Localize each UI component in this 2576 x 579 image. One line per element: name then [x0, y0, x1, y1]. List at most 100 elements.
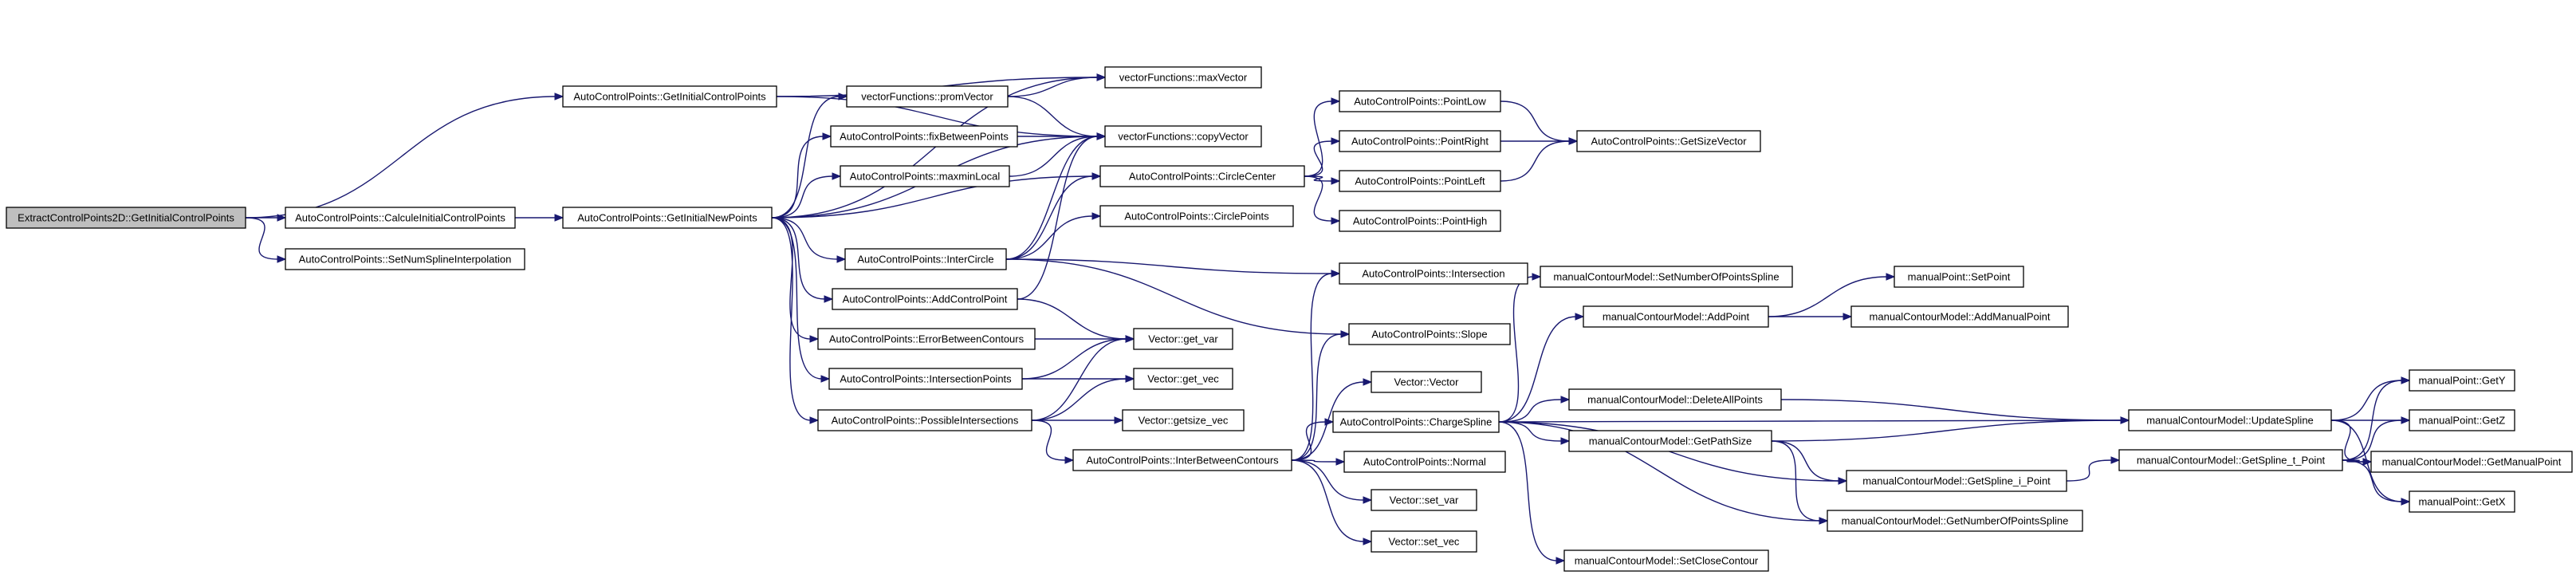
node-label: manualPoint::GetY — [2418, 375, 2505, 387]
node-label: manualPoint::SetPoint — [1908, 271, 2011, 283]
node-manualcontourmodel-addmanualpoint[interactable]: manualContourModel::AddManualPoint — [1850, 305, 2069, 328]
node-box — [2128, 409, 2332, 431]
node-label: manualContourModel::GetPathSize — [1589, 435, 1752, 447]
arrowhead — [1560, 437, 1571, 445]
node-autocontrolpoints-pointright[interactable]: AutoControlPoints::PointRight — [1339, 130, 1501, 152]
node-box — [1371, 489, 1477, 511]
node-manualcontourmodel-addpoint[interactable]: manualContourModel::AddPoint — [1583, 305, 1769, 328]
node-autocontrolpoints-chargespline[interactable]: AutoControlPoints::ChargeSpline — [1332, 411, 1500, 433]
node-box — [1122, 409, 1245, 431]
node-extractcontrolpoints2d-getinitialcontrolpoints[interactable]: ExtractControlPoints2D::GetInitialContro… — [6, 207, 246, 229]
node-autocontrolpoints-interbetweencontours[interactable]: AutoControlPoints::InterBetweenContours — [1072, 449, 1292, 471]
node-manualcontourmodel-getspline-i-point[interactable]: manualContourModel::GetSpline_i_Point — [1846, 470, 2067, 492]
node-label: manualContourModel::AddPoint — [1603, 311, 1750, 323]
node-label: AutoControlPoints::AddControlPoint — [843, 293, 1008, 305]
arrowhead — [1125, 375, 1135, 383]
node-label: manualContourModel::SetNumberOfPointsSpl… — [1553, 271, 1779, 283]
node-vector-getsize-vec[interactable]: Vector::getsize_vec — [1122, 409, 1245, 431]
node-vector-get-vec[interactable]: Vector::get_vec — [1133, 368, 1233, 390]
node-autocontrolpoints-pointlow[interactable]: AutoControlPoints::PointLow — [1339, 90, 1501, 112]
node-box — [2409, 409, 2515, 431]
node-autocontrolpoints-addcontrolpoint[interactable]: AutoControlPoints::AddControlPoint — [832, 288, 1018, 310]
node-box — [1371, 530, 1477, 553]
node-vectorfunctions-promvector[interactable]: vectorFunctions::promVector — [846, 85, 1009, 108]
node-label: AutoControlPoints::PossibleIntersections — [832, 415, 1019, 427]
node-autocontrolpoints-maxminlocal[interactable]: AutoControlPoints::maxminLocal — [840, 165, 1010, 187]
node-vectorfunctions-copyvector[interactable]: vectorFunctions::copyVector — [1104, 125, 1262, 148]
node-manualcontourmodel-getspline-t-point[interactable]: manualContourModel::GetSpline_t_Point — [2118, 449, 2343, 471]
edge-autocontrolpoints-interbetweencontours-to-autocontrolpoints-slope — [1291, 330, 1351, 461]
edge-autocontrolpoints-maxminlocal-to-vectorfunctions-copyvector — [1009, 132, 1107, 177]
node-manualcontourmodel-getmanualpoint[interactable]: manualContourModel::GetManualPoint — [2370, 451, 2573, 473]
edge-manualcontourmodel-deleteallpoints-to-manualcontourmodel-updatespline — [1780, 399, 2130, 424]
node-box — [2118, 449, 2343, 471]
node-manualpoint-getz[interactable]: manualPoint::GetZ — [2409, 409, 2515, 431]
node-autocontrolpoints-circlepoints[interactable]: AutoControlPoints::CirclePoints — [1099, 205, 1294, 227]
node-label: manualContourModel::UpdateSpline — [2146, 415, 2314, 427]
edge-autocontrolpoints-intercircle-to-autocontrolpoints-slope — [1005, 258, 1351, 338]
node-box — [1568, 388, 1782, 411]
node-manualpoint-gety[interactable]: manualPoint::GetY — [2409, 369, 2515, 392]
node-label: Vector::set_var — [1390, 494, 1459, 506]
node-box — [1343, 451, 1506, 473]
node-autocontrolpoints-circlecenter[interactable]: AutoControlPoints::CircleCenter — [1099, 165, 1305, 187]
edge-autocontrolpoints-getinitialnewpoints-to-autocontrolpoints-maxminlocal — [771, 172, 842, 219]
node-autocontrolpoints-setnumsplineinterpolation[interactable]: AutoControlPoints::SetNumSplineInterpola… — [285, 248, 525, 270]
node-box — [562, 85, 777, 108]
node-box — [1348, 323, 1511, 345]
node-vector-vector[interactable]: Vector::Vector — [1371, 371, 1482, 393]
node-box — [1563, 549, 1769, 572]
node-box — [830, 125, 1018, 148]
edge-autocontrolpoints-possibleintersections-to-vector-get-var — [1031, 335, 1135, 421]
node-manualpoint-getx[interactable]: manualPoint::GetX — [2409, 490, 2515, 513]
node-label: AutoControlPoints::InterBetweenContours — [1086, 455, 1279, 467]
node-vector-get-var[interactable]: Vector::get_var — [1133, 328, 1233, 350]
node-autocontrolpoints-intersectionpoints[interactable]: AutoControlPoints::IntersectionPoints — [828, 368, 1023, 390]
arrowhead — [1331, 97, 1341, 105]
node-vector-set-var[interactable]: Vector::set_var — [1371, 489, 1477, 511]
arrowhead — [1340, 330, 1351, 338]
edge-autocontrolpoints-intersectionpoints-to-vector-get-var — [1021, 335, 1135, 380]
node-manualcontourmodel-getpathsize[interactable]: manualContourModel::GetPathSize — [1568, 430, 1772, 452]
arrowhead — [836, 255, 847, 263]
node-box — [832, 288, 1018, 310]
node-autocontrolpoints-possibleintersections[interactable]: AutoControlPoints::PossibleIntersections — [817, 409, 1032, 431]
node-autocontrolpoints-pointleft[interactable]: AutoControlPoints::PointLeft — [1339, 170, 1501, 192]
edge-autocontrolpoints-interbetweencontours-to-autocontrolpoints-intersection — [1291, 270, 1341, 461]
node-manualpoint-setpoint[interactable]: manualPoint::SetPoint — [1894, 266, 2024, 288]
node-autocontrolpoints-getinitialnewpoints[interactable]: AutoControlPoints::GetInitialNewPoints — [562, 207, 773, 229]
node-autocontrolpoints-getinitialcontrolpoints[interactable]: AutoControlPoints::GetInitialControlPoin… — [562, 85, 777, 108]
arrowhead — [2362, 458, 2373, 466]
node-box — [817, 409, 1032, 431]
node-autocontrolpoints-errorbetweencontours[interactable]: AutoControlPoints::ErrorBetweenContours — [817, 328, 1036, 350]
node-manualcontourmodel-setnumberofpointsspline[interactable]: manualContourModel::SetNumberOfPointsSpl… — [1540, 266, 1793, 288]
node-box — [846, 85, 1009, 108]
node-autocontrolpoints-pointhigh[interactable]: AutoControlPoints::PointHigh — [1339, 210, 1501, 232]
node-manualcontourmodel-getnumberofpointsspline[interactable]: manualContourModel::GetNumberOfPointsSpl… — [1827, 510, 2083, 532]
node-autocontrolpoints-intersection[interactable]: AutoControlPoints::Intersection — [1339, 262, 1528, 285]
node-autocontrolpoints-normal[interactable]: AutoControlPoints::Normal — [1343, 451, 1506, 473]
node-vectorfunctions-maxvector[interactable]: vectorFunctions::maxVector — [1104, 66, 1262, 89]
node-box — [1576, 130, 1761, 152]
node-manualcontourmodel-deleteallpoints[interactable]: manualContourModel::DeleteAllPoints — [1568, 388, 1782, 411]
node-box — [1568, 430, 1772, 452]
node-box — [1850, 305, 2069, 328]
arrowhead — [1838, 477, 1848, 485]
arrowhead — [1363, 378, 1373, 386]
node-vector-set-vec[interactable]: Vector::set_vec — [1371, 530, 1477, 553]
edge-autocontrolpoints-circlecenter-to-autocontrolpoints-pointright — [1304, 137, 1341, 177]
node-manualcontourmodel-updatespline[interactable]: manualContourModel::UpdateSpline — [2128, 409, 2332, 431]
arrowhead — [554, 214, 564, 222]
node-manualcontourmodel-setclosecontour[interactable]: manualContourModel::SetCloseContour — [1563, 549, 1769, 572]
nodes-layer: ExtractControlPoints2D::GetInitialContro… — [6, 66, 2573, 572]
edges-layer — [245, 73, 2411, 565]
node-autocontrolpoints-intercircle[interactable]: AutoControlPoints::InterCircle — [844, 248, 1007, 270]
node-autocontrolpoints-calculeinitialcontrolpoints[interactable]: AutoControlPoints::CalculeInitialControl… — [285, 207, 516, 229]
arrowhead — [1114, 416, 1124, 424]
node-autocontrolpoints-getsizevector[interactable]: AutoControlPoints::GetSizeVector — [1576, 130, 1761, 152]
arrowhead — [2401, 498, 2411, 506]
node-autocontrolpoints-slope[interactable]: AutoControlPoints::Slope — [1348, 323, 1511, 345]
node-autocontrolpoints-fixbetweenpoints[interactable]: AutoControlPoints::fixBetweenPoints — [830, 125, 1018, 148]
